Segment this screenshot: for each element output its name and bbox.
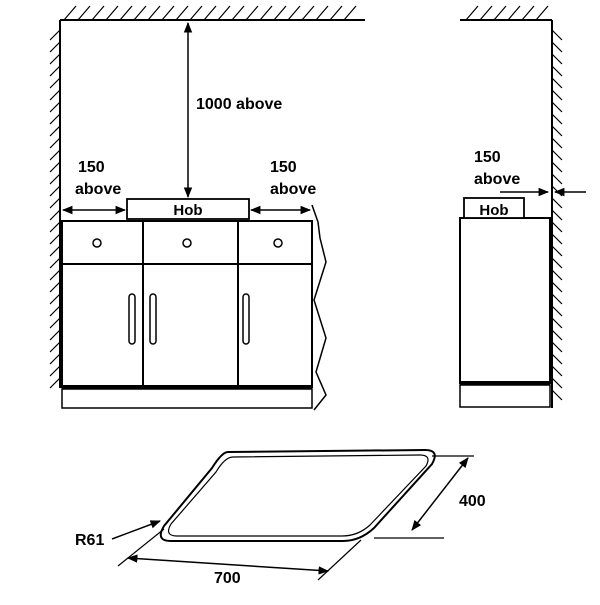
width-dimension-label: 700: [214, 570, 241, 587]
radius-label: R61: [75, 532, 104, 549]
drawer-knob-left: [92, 238, 102, 248]
front-ceiling: [60, 5, 365, 21]
depth-dimension-label: 400: [459, 493, 486, 510]
left-clearance-word: above: [75, 181, 121, 198]
door-handle-left: [128, 293, 136, 345]
cutout-outline: [159, 448, 436, 542]
front-hob-label: Hob: [173, 202, 202, 219]
drawer-knob-right: [273, 238, 283, 248]
door-handle-center: [149, 293, 157, 345]
front-cabinet: [61, 220, 313, 409]
cutout-plan: 700 400 R61: [75, 448, 486, 587]
depth-dimension-arrow: [411, 457, 469, 531]
left-clearance-value: 150: [78, 159, 105, 176]
front-break-line: [311, 204, 327, 411]
side-clearance-word: above: [474, 171, 520, 188]
front-hob: [126, 198, 250, 220]
radius-leader: [111, 520, 161, 540]
height-clearance-label: 1000 above: [196, 96, 282, 113]
door-handle-right: [242, 293, 250, 345]
width-dimension-arrow: [126, 554, 330, 575]
side-hob: [463, 197, 525, 219]
side-cabinet: [459, 217, 551, 408]
side-ceiling: [460, 5, 552, 21]
front-view: Hob 1000 above 150 above 150 above: [49, 5, 365, 411]
side-view: Hob 150 above: [459, 5, 586, 408]
side-right-wall: [551, 20, 563, 408]
side-hob-label: Hob: [479, 202, 508, 219]
front-left-wall: [49, 20, 61, 389]
side-clearance-value: 150: [474, 149, 501, 166]
drawer-knob-center: [182, 238, 192, 248]
right-clearance-value: 150: [270, 159, 297, 176]
right-clearance-word: above: [270, 181, 316, 198]
